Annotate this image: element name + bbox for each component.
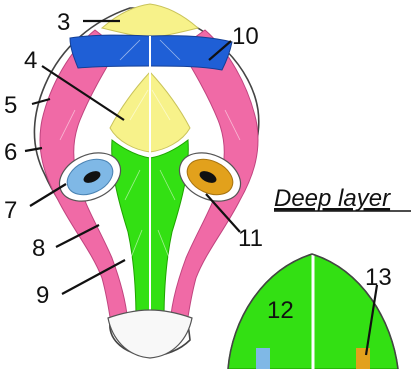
label-13: 13: [365, 264, 392, 291]
label-7: 7: [4, 197, 17, 224]
deep-layer-orange-tissue: [356, 348, 370, 369]
label-11: 11: [238, 225, 263, 252]
label-5: 5: [4, 92, 17, 119]
deep-layer-blue-tissue: [256, 348, 270, 369]
label-8: 8: [32, 235, 45, 262]
label-3: 3: [57, 9, 70, 36]
label-12: 12: [267, 297, 294, 324]
deep-layer-title: Deep layer: [274, 185, 391, 212]
label-6: 6: [4, 139, 17, 166]
label-10: 10: [232, 23, 259, 50]
label-9: 9: [36, 282, 49, 309]
muzzle: [108, 310, 192, 358]
label-4: 4: [24, 47, 37, 74]
